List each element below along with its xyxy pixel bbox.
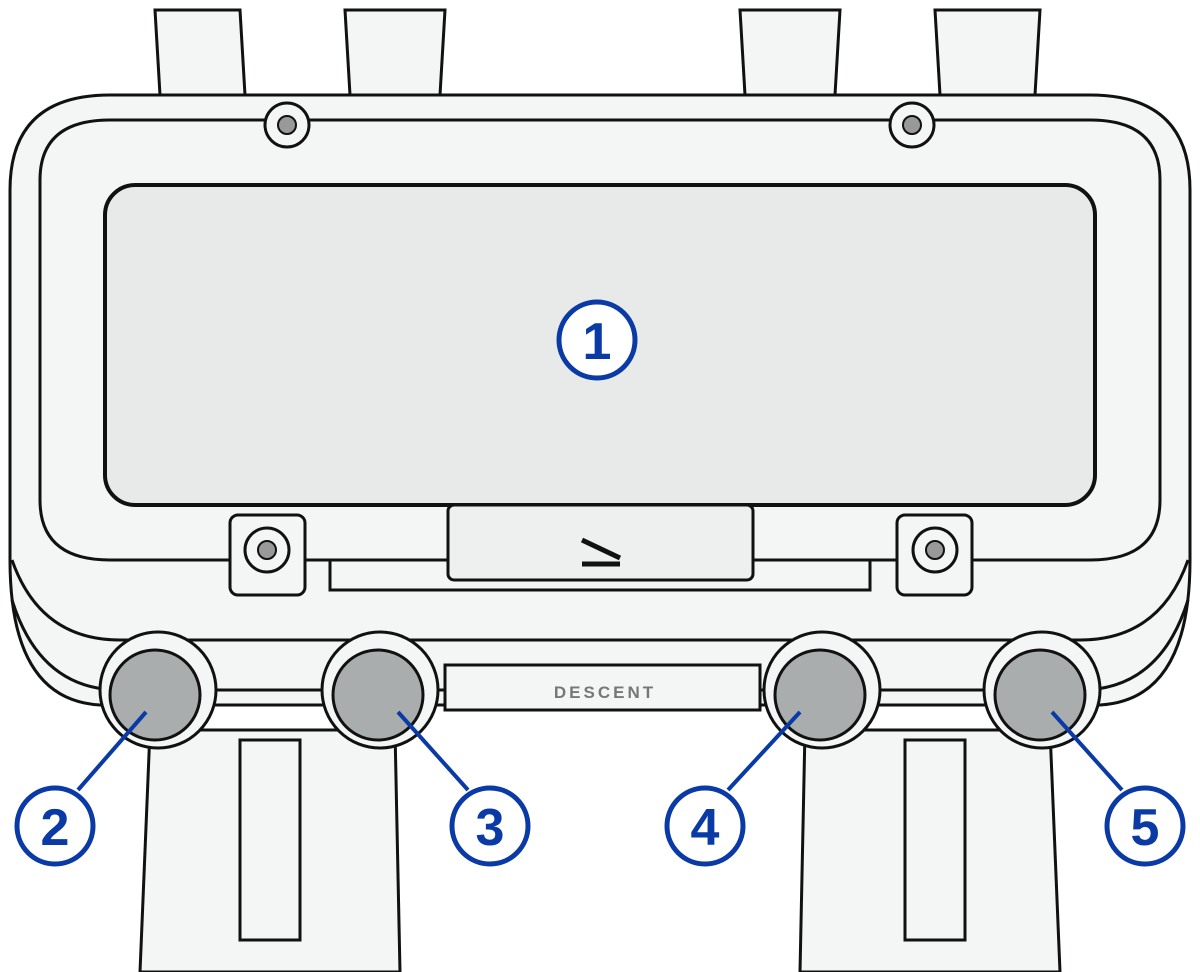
upper-strap-lugs: [153, 8, 1042, 97]
brand-text: DESCENT: [554, 683, 656, 702]
lower-strap-right: [798, 728, 1062, 972]
button-2: [98, 630, 218, 750]
lower-strap-left: [138, 728, 402, 972]
callout-1: 1: [556, 299, 638, 381]
callout-5: 5: [1050, 710, 1186, 867]
screw-icon: [228, 101, 974, 597]
logo-badge: [328, 503, 872, 592]
callout-number: 4: [691, 799, 720, 857]
callout-4: 4: [664, 710, 802, 867]
callout-number: 2: [41, 799, 70, 857]
callout-number: 3: [476, 799, 505, 857]
callout-number: 1: [583, 313, 612, 371]
button-5: [982, 630, 1102, 750]
callout-3: 3: [396, 710, 531, 867]
brand-plate: DESCENT: [443, 663, 762, 712]
button-3: [320, 630, 440, 750]
callout-number: 5: [1131, 799, 1160, 857]
callout-2: 2: [14, 710, 148, 867]
